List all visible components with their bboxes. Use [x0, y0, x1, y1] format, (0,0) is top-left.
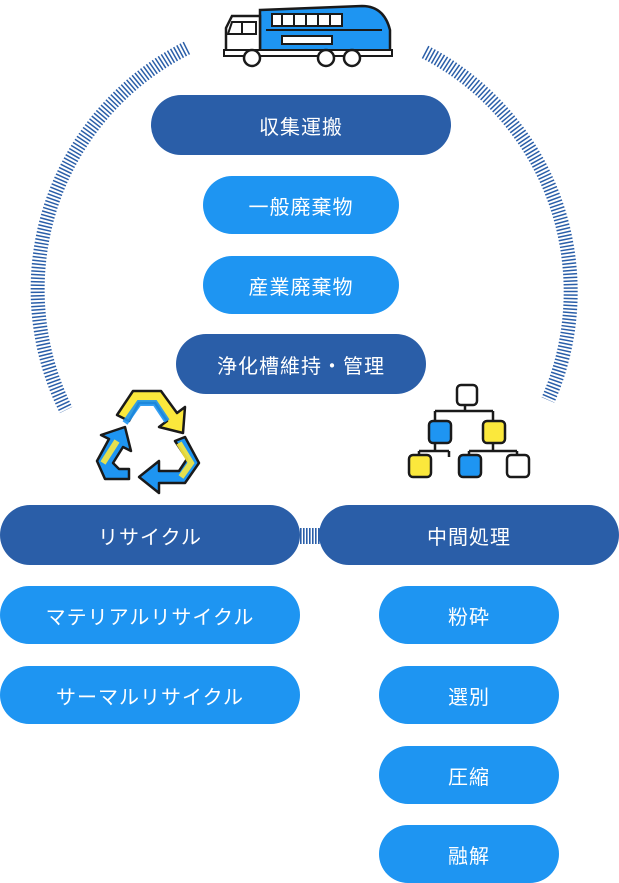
collection-title: 収集運搬	[151, 95, 451, 155]
collection-item-septic-tank: 浄化槽維持・管理	[176, 334, 426, 394]
recycle-item-thermal: サーマルリサイクル	[0, 666, 300, 724]
processing-title: 中間処理	[319, 505, 619, 565]
collection-item-industrial-waste: 産業廃棄物	[203, 256, 399, 314]
recycle-icon	[95, 389, 201, 495]
collection-item-general-waste: 一般廃棄物	[203, 176, 399, 234]
processing-item-crushing: 粉砕	[379, 586, 559, 644]
flowchart-icon	[407, 383, 531, 479]
garbage-truck-icon	[223, 4, 393, 68]
processing-item-melting: 融解	[379, 825, 559, 883]
right-arc	[421, 45, 578, 403]
processing-item-compression: 圧縮	[379, 746, 559, 804]
recycle-title: リサイクル	[0, 505, 300, 565]
recycle-item-material: マテリアルリサイクル	[0, 586, 300, 644]
processing-item-sorting: 選別	[379, 666, 559, 724]
